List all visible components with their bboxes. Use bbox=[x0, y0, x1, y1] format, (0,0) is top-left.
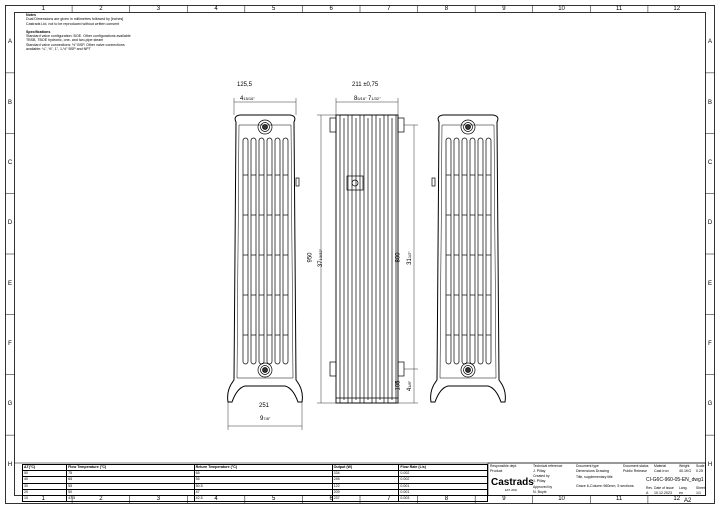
grid-column-label: 7 bbox=[387, 5, 391, 12]
grid-column-label: 1 bbox=[41, 5, 45, 12]
grid-column-label: 12 bbox=[673, 5, 681, 12]
grid-column-label: 8 bbox=[444, 5, 449, 12]
grid-row-label: A bbox=[7, 39, 12, 46]
grid-row-label: B bbox=[7, 99, 12, 106]
drawing-number: CI-G6C-960-05-EN_dwg1 bbox=[646, 477, 704, 483]
side-view bbox=[329, 114, 405, 404]
grid-column-label: 3 bbox=[156, 5, 161, 12]
scale-value: 0.25 bbox=[696, 469, 703, 473]
grid-row-label: E bbox=[7, 280, 12, 287]
grid-row-label: B bbox=[707, 99, 712, 106]
side-depth-in-a: 85/16" bbox=[354, 96, 367, 102]
table-cell: 42.5 bbox=[193, 494, 333, 503]
approved-by-label: Approved by bbox=[533, 485, 553, 489]
created-by-value: J. Pillay bbox=[533, 479, 546, 483]
document-status-label: Document status bbox=[623, 464, 649, 468]
side-depth-mm: 211 ±0,75 bbox=[352, 82, 379, 88]
rev-value: A bbox=[646, 491, 649, 495]
table-cell: 47.5 bbox=[66, 494, 195, 503]
notes-line: Dual Dimensions are given in millimetres… bbox=[26, 17, 124, 22]
spec-line: available: ¼", ½", 1", 1-½" BSP and NPT bbox=[26, 47, 91, 52]
weight-label: Weight bbox=[679, 464, 690, 468]
grid-column-label: 5 bbox=[271, 5, 276, 12]
grid-column-label: 6 bbox=[329, 5, 333, 12]
grid-row-label: E bbox=[707, 280, 712, 287]
centres-in: 311/2" bbox=[406, 251, 413, 265]
lang-label: Lang. bbox=[679, 486, 688, 490]
spec-line: TBSB, TBOE hydronic, one- and two-pipe s… bbox=[26, 38, 104, 43]
document-type-value: Dimensions Drawing bbox=[576, 469, 609, 473]
grid-row-label: H bbox=[7, 461, 13, 468]
side-depth-in-b: 71/32" bbox=[368, 96, 381, 102]
front-width-mm: 125,5 bbox=[237, 82, 253, 88]
material-label: Material bbox=[654, 464, 667, 468]
created-by-label: Created by bbox=[533, 474, 550, 478]
grid-column-label: 10 bbox=[558, 496, 565, 502]
title-label: Title, supplementary title bbox=[576, 475, 613, 479]
notes-line: Castrads Ltd, not to be reproduced witho… bbox=[26, 21, 120, 26]
table-cell: 237 bbox=[331, 494, 400, 503]
grid-column-label: 4 bbox=[214, 5, 218, 12]
front-width-in: 415/16" bbox=[240, 96, 255, 102]
grid-row-label: F bbox=[708, 341, 712, 348]
grid-column-label: 12 bbox=[673, 496, 681, 502]
grid-column-label: 11 bbox=[616, 5, 623, 12]
rear-view bbox=[430, 114, 506, 403]
notes-block: Notes Dual Dimensions are given in milli… bbox=[26, 13, 176, 51]
front-view bbox=[227, 114, 303, 403]
document-type-label: Document type bbox=[576, 464, 599, 468]
height-in: 3713/32" bbox=[318, 248, 325, 268]
grid-row-label: H bbox=[707, 461, 713, 468]
height-mm: 950 bbox=[307, 252, 314, 263]
document-status-value: Public Release bbox=[623, 469, 647, 473]
paper-size: A2 bbox=[684, 498, 692, 504]
grid-column-label: 2 bbox=[99, 5, 103, 12]
material-value: Cast Iron bbox=[654, 469, 669, 473]
sheet-value: 1/1 bbox=[696, 491, 701, 495]
grid-row-label: C bbox=[7, 159, 13, 166]
responsible-dept-value: Product bbox=[490, 469, 503, 473]
grid-row-label: G bbox=[7, 401, 13, 408]
sheet-label: Sheet bbox=[696, 486, 705, 490]
dimension-lines bbox=[227, 98, 418, 430]
grid-row-label: D bbox=[7, 220, 13, 227]
date-value: 10.12.2023 bbox=[654, 491, 672, 495]
foot-mm: 105 bbox=[395, 380, 402, 391]
spec-line: Standard valve connections: ½" BSP. Othe… bbox=[26, 42, 125, 47]
rev-label: Rev. bbox=[646, 486, 653, 490]
date-label: Date of issue bbox=[654, 486, 674, 490]
foot-in: 41/8" bbox=[407, 380, 414, 392]
responsible-dept-label: Responsible dept. bbox=[490, 464, 518, 468]
grid-row-label: A bbox=[707, 39, 712, 46]
table-cell: 10 bbox=[21, 494, 68, 503]
castrads-logo: Castrads bbox=[491, 477, 534, 488]
scale-label: Scale bbox=[696, 464, 705, 468]
grid-row-label: D bbox=[707, 220, 713, 227]
weight-value: 40.1KG bbox=[679, 469, 692, 473]
technical-ref-label: Technical reference bbox=[533, 464, 563, 468]
title-value: Grace 6-Column 960mm, 5 sections. bbox=[576, 484, 635, 488]
grid-column-label: 9 bbox=[502, 5, 506, 12]
technical-ref-value: J. Pillay bbox=[533, 469, 546, 473]
grid-column-label: 9 bbox=[502, 496, 506, 502]
centres-mm: 800 bbox=[395, 252, 402, 263]
table-cell: 0.003 bbox=[398, 494, 488, 503]
grid-row-label: C bbox=[707, 159, 713, 166]
base-width-in: 97/8" bbox=[260, 416, 271, 422]
grid-column-label: 10 bbox=[558, 5, 565, 12]
spec-line: Standard valve configuration: BOE. Other… bbox=[26, 34, 131, 39]
spec-heading: Specifications bbox=[26, 29, 51, 34]
grid-row-label: F bbox=[8, 341, 12, 348]
notes-heading: Notes bbox=[26, 13, 36, 17]
approved-by-value: N. Boyle bbox=[533, 490, 547, 494]
logo-sub: EST. 2002 bbox=[505, 489, 517, 492]
lang-value: en bbox=[679, 491, 683, 495]
base-width-mm: 251 bbox=[259, 403, 270, 409]
grid-column-label: 11 bbox=[616, 496, 623, 502]
output-table: ΔT(°C)Flow Temperature (°C)Return Temper… bbox=[21, 463, 488, 503]
grid-row-label: G bbox=[707, 401, 713, 408]
